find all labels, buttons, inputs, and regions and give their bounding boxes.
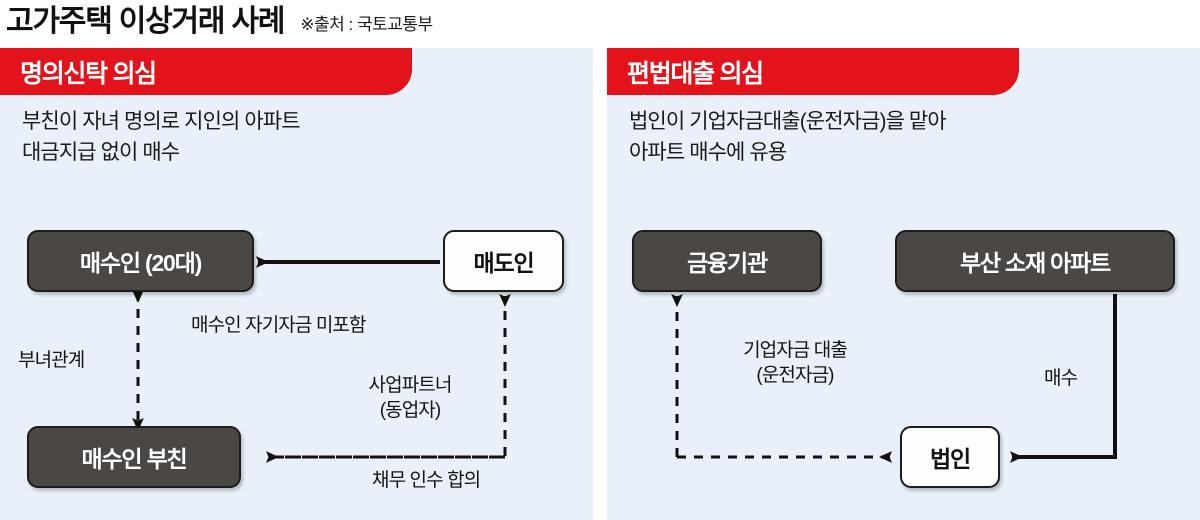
edge-label-debt-assumption: 채무 인수 합의 [372,470,481,491]
panel-pyeonbeop-daechul: 편법대출 의심 법인이 기업자금대출(운전자금)을 맡아 아파트 매수에 유용 … [607,48,1200,520]
panel-badge-left: 명의신탁 의심 [0,48,412,95]
edge-business-partner [285,294,511,459]
panel-description-right: 법인이 기업자금대출(운전자금)을 맡아 아파트 매수에 유용 [629,110,947,164]
node-label: 매도인 [473,250,535,276]
panel-badge-label: 명의신탁 의심 [20,59,157,88]
edge-label-purchase: 매수 [1044,368,1078,389]
edge-label-father-daughter: 부녀관계 [18,350,85,371]
edge-label-buyer-no-own-funds: 매수인 자기자금 미포함 [191,315,366,336]
node-label: 매수인 (20대) [79,250,202,276]
panel-badge-right: 편법대출 의심 [607,48,1019,95]
node-busan-apartment[interactable]: 부산 소재 아파트 [895,230,1175,292]
node-buyer-father[interactable]: 매수인 부친 [27,426,241,488]
left-panel-edges [132,256,511,463]
node-buyer-20s[interactable]: 매수인 (20대) [27,230,254,292]
panel-myeongui-sintak: 명의신탁 의심 부친이 자녀 명의로 지인의 아파트 대금지급 없이 매수 [0,48,593,520]
node-financial-institution[interactable]: 금융기관 [632,230,822,292]
node-label: 부산 소재 아파트 [959,250,1111,276]
node-label: 매수인 부친 [81,446,188,472]
edge-label-corporate-loan: 기업자금 대출 (운전자금) [743,340,848,386]
node-corporation[interactable]: 법인 [900,426,1000,488]
edge-purchase [1010,294,1117,463]
node-seller[interactable]: 매도인 [443,230,564,292]
title-row: 고가주택 이상거래 사례 ※출처 : 국토교통부 [0,0,1200,44]
edge-label-business-partner: 사업파트너 (동업자) [368,375,453,421]
node-label: 법인 [930,446,971,472]
source-note: ※출처 : 국토교통부 [300,14,433,34]
right-panel-edges [671,294,1117,463]
panel-description-left: 부친이 자녀 명의로 지인의 아파트 대금지급 없이 매수 [22,110,301,164]
panel-badge-label: 편법대출 의심 [627,59,764,88]
page-title: 고가주택 이상거래 사례 [6,5,285,38]
node-label: 금융기관 [687,250,768,276]
